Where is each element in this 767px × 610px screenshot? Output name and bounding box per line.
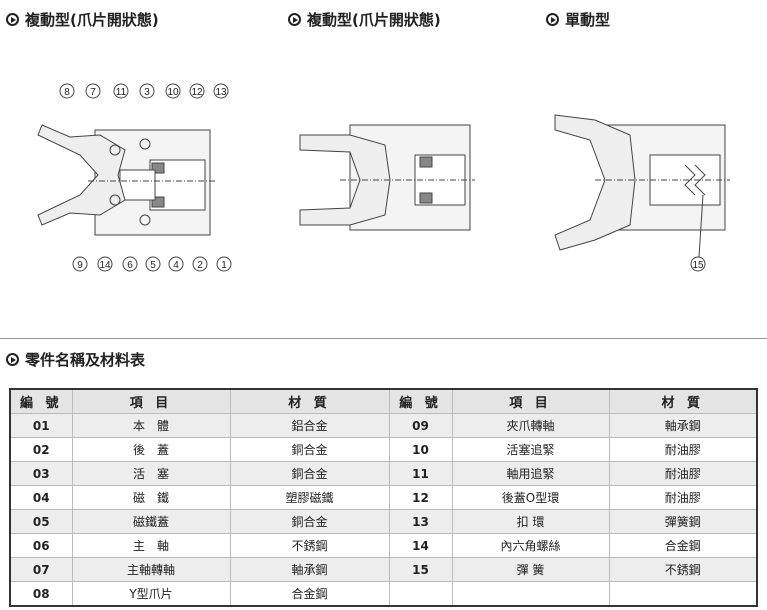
gripper-diagram-open: 8 7 11 3 10 12 13 9 14 6 5 4 2 1 — [37, 83, 232, 272]
part-material: 軸承鋼 — [229, 557, 390, 582]
svg-text:8: 8 — [64, 87, 70, 98]
svg-text:13: 13 — [215, 87, 227, 98]
svg-text:9: 9 — [77, 260, 83, 271]
part-name: 活 塞 — [71, 461, 231, 486]
heading-parts-materials: 零件名稱及材料表 — [6, 349, 145, 370]
part-material: 耐油膠 — [608, 437, 758, 462]
part-number: 10 — [388, 437, 453, 462]
svg-text:7: 7 — [90, 87, 96, 98]
part-name: 活塞追緊 — [451, 437, 610, 462]
part-material: 鋁合金 — [229, 413, 390, 438]
part-name: Y型爪片 — [71, 581, 231, 607]
part-material: 耐油膠 — [608, 461, 758, 486]
part-name: 磁鐵蓋 — [71, 509, 231, 534]
part-number: 15 — [388, 557, 453, 582]
part-name: 扣 環 — [451, 509, 610, 534]
part-material: 銅合金 — [229, 461, 390, 486]
arrow-circle-icon — [288, 13, 301, 26]
heading-double-acting-open: 複動型(爪片開狀態) — [6, 9, 159, 30]
part-number: 04 — [9, 485, 73, 510]
part-material: 不銹鋼 — [608, 557, 758, 582]
part-name: 彈 簧 — [451, 557, 610, 582]
part-number: 02 — [9, 437, 73, 462]
svg-text:1: 1 — [221, 260, 227, 271]
part-name: 磁 鐵 — [71, 485, 231, 510]
heading-single-acting: 單動型 — [546, 9, 610, 30]
part-material: 彈簧鋼 — [608, 509, 758, 534]
svg-text:14: 14 — [99, 260, 111, 271]
callout-15: 15 — [692, 260, 704, 271]
part-number: 14 — [388, 533, 453, 558]
svg-text:10: 10 — [167, 87, 179, 98]
svg-text:11: 11 — [116, 87, 127, 98]
svg-text:12: 12 — [191, 87, 203, 98]
callouts-top: 8 7 11 3 10 12 13 — [59, 83, 229, 99]
svg-text:3: 3 — [144, 87, 150, 98]
callouts-bottom: 9 14 6 5 4 2 1 — [72, 256, 232, 272]
part-number: 11 — [388, 461, 453, 486]
svg-text:2: 2 — [197, 260, 203, 271]
heading-double-acting-open-2: 複動型(爪片開狀態) — [288, 9, 441, 30]
part-name: 本 體 — [71, 413, 231, 438]
part-number: 03 — [9, 461, 73, 486]
part-material — [608, 581, 758, 607]
part-number: 09 — [388, 413, 453, 438]
part-material: 銅合金 — [229, 437, 390, 462]
part-number: 01 — [9, 413, 73, 438]
part-material: 不銹鋼 — [229, 533, 390, 558]
part-material: 銅合金 — [229, 509, 390, 534]
part-number: 07 — [9, 557, 73, 582]
part-number: 13 — [388, 509, 453, 534]
part-material: 耐油膠 — [608, 485, 758, 510]
part-material: 合金鋼 — [229, 581, 390, 607]
part-name — [451, 581, 610, 607]
part-material: 軸承鋼 — [608, 413, 758, 438]
part-name: 後 蓋 — [71, 437, 231, 462]
part-name: 軸用追緊 — [451, 461, 610, 486]
part-name: 主 軸 — [71, 533, 231, 558]
gripper-diagram-single-acting: 15 — [554, 114, 730, 272]
svg-text:6: 6 — [127, 260, 133, 271]
section-divider — [0, 338, 767, 339]
part-material: 塑膠磁鐵 — [229, 485, 390, 510]
arrow-circle-icon — [546, 13, 559, 26]
part-number: 05 — [9, 509, 73, 534]
part-name: 內六角螺絲 — [451, 533, 610, 558]
part-material: 合金鋼 — [608, 533, 758, 558]
part-number — [388, 581, 453, 607]
svg-text:5: 5 — [150, 260, 156, 271]
part-number: 08 — [9, 581, 73, 607]
part-number: 12 — [388, 485, 453, 510]
part-name: 夾爪轉軸 — [451, 413, 610, 438]
part-name: 後蓋O型環 — [451, 485, 610, 510]
arrow-circle-icon — [6, 13, 19, 26]
part-number: 06 — [9, 533, 73, 558]
gripper-diagram-closed — [299, 124, 475, 231]
svg-text:4: 4 — [173, 260, 179, 271]
arrow-circle-icon — [6, 353, 19, 366]
part-name: 主軸轉軸 — [71, 557, 231, 582]
table-header-row: 編 號項 目材 質編 號項 目材 質 — [9, 388, 758, 414]
